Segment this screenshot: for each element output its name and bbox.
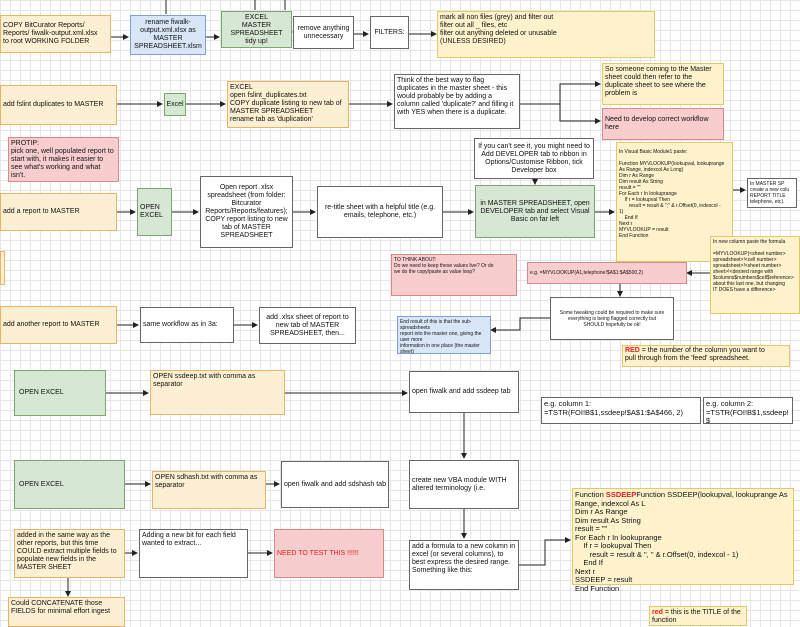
- red-title-label: red: [652, 609, 663, 616]
- ssdeep-function-code: Function SSDEEP(lookupval, lookuprange A…: [575, 490, 788, 593]
- function-title-text: = this is the TITLE of the function: [652, 609, 741, 624]
- ssdeep-function-node[interactable]: Function SSDEEPFunction SSDEEP(lookupval…: [572, 488, 794, 592]
- red-column-note[interactable]: RED = the number of the column you want …: [622, 345, 790, 367]
- open-excel-sdhash-node[interactable]: OPEN EXCEL: [14, 460, 125, 509]
- arrow-25-29: [490, 317, 550, 333]
- open-sdhash-node[interactable]: OPEN sdhash.txt with comma as separator: [152, 471, 266, 509]
- function-title-note[interactable]: red = this is the TITLE of the function: [649, 606, 747, 626]
- open-excel-node[interactable]: OPEN EXCEL: [137, 188, 172, 236]
- add-another-report-node[interactable]: add another report to MASTER: [0, 306, 117, 344]
- open-ssdeep-node[interactable]: OPEN ssdeep.txt with comma as separator: [150, 370, 285, 415]
- arrow-10-12: [559, 104, 601, 124]
- add-report-node[interactable]: add a report to MASTER: [0, 193, 117, 231]
- ssdeep-name: SSDEEP: [605, 490, 637, 499]
- new-bit-per-field-node[interactable]: Adding a new bit for each field wanted t…: [139, 529, 248, 578]
- end-result-node[interactable]: End result of this is that the sub-sprea…: [397, 316, 491, 355]
- remove-unnecessary-node[interactable]: remove anything unnecessary: [293, 16, 354, 49]
- connector-layer: [65, 0, 746, 597]
- open-fiwalk-sdhash-node[interactable]: open fiwalk and add sdshash tab: [281, 461, 389, 508]
- duplicate-sheet-note[interactable]: So someone coming to the Master sheet co…: [602, 63, 724, 105]
- open-report-node[interactable]: Open report .xlsx spreadsheet (from fold…: [200, 176, 293, 248]
- retitle-sheet-node[interactable]: re-title sheet with a helpful title (e.g…: [317, 186, 443, 238]
- paste-formula-node[interactable]: In new column paste the formula =MYVLOOK…: [710, 236, 800, 314]
- open-excel-ssdeep-node[interactable]: OPEN EXCEL: [14, 370, 106, 416]
- filter-notes-node[interactable]: mark all non files (grey) and filter out…: [437, 11, 655, 58]
- concatenate-fields-node[interactable]: Could CONCATENATE those FIELDS for minim…: [8, 597, 125, 627]
- excel-tidy-node[interactable]: EXCEL MASTER SPREADSHEET tidy up!: [221, 11, 292, 48]
- add-fslint-node[interactable]: add fslint duplicates to MASTER: [0, 85, 117, 125]
- rename-master-node[interactable]: rename fiwalk- output.xml.xlsx as MASTER…: [130, 15, 206, 55]
- copy-fiwalk-node[interactable]: COPY BitCurator Reports/ Reports/ fiwalk…: [0, 15, 111, 53]
- red-column-text: = the number of the column you want to p…: [625, 347, 765, 362]
- add-formula-node[interactable]: add a formula to a new column in excel (…: [409, 540, 519, 590]
- need-to-test-node[interactable]: NEED TO TEST THIS !!!!!!: [274, 529, 384, 578]
- visual-basic-node[interactable]: in MASTER SPREADSHEET, open DEVELOPER ta…: [475, 185, 595, 238]
- open-fiwalk-ssdeep-node[interactable]: open fiwalk and add ssdeep tab: [409, 371, 519, 413]
- left-edge-fragment: [0, 251, 5, 285]
- arrow-10-11: [520, 81, 601, 105]
- column-1-example-node[interactable]: e.g. column 1: =TSTR(FOI!B$1,ssdeep!$A$1…: [541, 397, 701, 424]
- arrow-43-44: [519, 537, 571, 566]
- same-workflow-node[interactable]: same workflow as in 3a:: [140, 307, 234, 343]
- myvlookup-example-node[interactable]: e.g. =MYVLOOKUP(A1,telephone!$A$1:$A$500…: [527, 262, 687, 284]
- add-xlsx-sheet-node[interactable]: add .xlsx sheet of report to new tab of …: [259, 307, 356, 344]
- open-fslint-node[interactable]: EXCEL open fslint_duplicates.txt COPY du…: [227, 81, 349, 128]
- excel-small-node[interactable]: Excel: [164, 93, 186, 116]
- extract-multiple-fields-node[interactable]: added in the same way as the other repor…: [14, 529, 125, 578]
- red-label: RED: [625, 347, 640, 354]
- master-sp-new-column-node[interactable]: In MASTER SP create a new colu REPORT TI…: [747, 178, 797, 208]
- filters-node[interactable]: FILTERS:: [370, 16, 409, 49]
- think-about-node[interactable]: TO THINK ABOUT: Do we need to keep these…: [391, 254, 517, 296]
- tweaking-note-node[interactable]: Some tweaking could be required to make …: [550, 297, 674, 340]
- column-2-example-node[interactable]: e.g. column 2: =TSTR(FOI!B$1,ssdeep!$: [703, 397, 793, 425]
- create-vba-module-node[interactable]: create new VBA module WITH altered termi…: [409, 460, 519, 509]
- developer-tab-note[interactable]: If you can't see it, you might need to A…: [474, 138, 594, 179]
- flag-duplicates-node[interactable]: Think of the best way to flag duplicates…: [394, 74, 520, 129]
- protip-node[interactable]: PROTIP: pick one, well populated report …: [8, 137, 119, 182]
- develop-workflow-node[interactable]: Need to develop correct workflow here: [602, 108, 724, 140]
